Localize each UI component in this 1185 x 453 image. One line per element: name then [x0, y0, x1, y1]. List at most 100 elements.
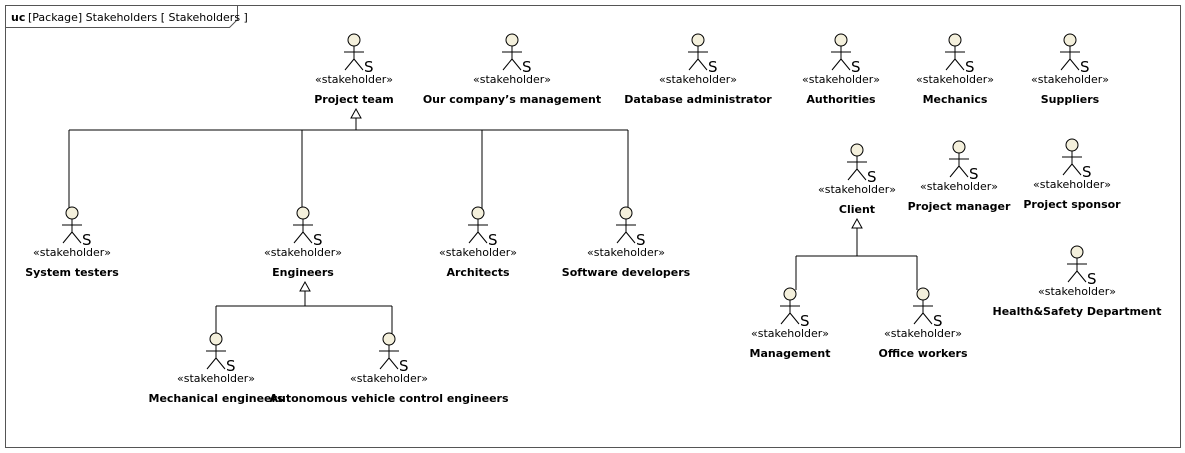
stereotype-label: «stakeholder»: [33, 246, 111, 259]
actor-name: Office workers: [878, 347, 967, 360]
stereotype-label: «stakeholder»: [802, 73, 880, 86]
actor-leg-icon: [1067, 270, 1078, 283]
stakeholder-s-icon: S: [364, 58, 374, 76]
actor-leg-icon: [1071, 163, 1082, 176]
actor-database-administrator[interactable]: S«stakeholder»Database administrator: [624, 33, 772, 106]
actor-health-safety[interactable]: S«stakeholder»Health&Safety Department: [993, 245, 1162, 318]
actor-name: Project sponsor: [1023, 198, 1121, 211]
actor-leg-icon: [945, 58, 956, 71]
stakeholder-s-icon: S: [226, 357, 236, 375]
actor-name: Autonomous vehicle control engineers: [270, 392, 509, 405]
stakeholder-s-icon: S: [969, 165, 979, 183]
actor-leg-icon: [388, 357, 399, 370]
stakeholder-s-icon: S: [867, 168, 877, 186]
frame-title: [Package] Stakeholders [ Stakeholders ]: [28, 11, 248, 24]
actor-mechanics[interactable]: S«stakeholder» Mechanics: [916, 33, 994, 106]
actor-management[interactable]: S«stakeholder»Management: [750, 287, 831, 360]
frame-title-tab: [5, 5, 238, 28]
actor-company-management[interactable]: S«stakeholder»Our company’s management: [423, 33, 601, 106]
actor-name: Engineers: [272, 266, 334, 279]
actor-name: Software developers: [562, 266, 691, 279]
stakeholder-s-icon: S: [1087, 270, 1097, 288]
actor-leg-icon: [949, 165, 960, 178]
actor-name: Authorities: [806, 93, 876, 106]
actor-leg-icon: [293, 231, 304, 244]
stereotype-label: «stakeholder»: [659, 73, 737, 86]
stereotype-label: «stakeholder»: [884, 327, 962, 340]
stereotype-label: «stakeholder»: [818, 183, 896, 196]
actor-leg-icon: [71, 231, 82, 244]
actor-leg-icon: [697, 58, 708, 71]
generalization-arrowhead: [350, 107, 362, 119]
actor-head-icon: [382, 332, 396, 346]
diagram-frame: [5, 5, 1181, 448]
actor-leg-icon: [840, 58, 851, 71]
actor-autonomous-vehicle-control-engineers[interactable]: S«stakeholder» Autonomous vehicle control…: [270, 332, 509, 405]
actor-leg-icon: [62, 231, 73, 244]
actor-leg-icon: [831, 58, 842, 71]
stakeholder-s-icon: S: [82, 231, 92, 249]
actor-leg-icon: [1069, 58, 1080, 71]
stakeholder-s-icon: S: [399, 357, 409, 375]
stereotype-label: «stakeholder»: [916, 73, 994, 86]
actor-leg-icon: [206, 357, 217, 370]
actor-head-icon: [471, 206, 485, 220]
actor-head-icon: [783, 287, 797, 301]
actor-project-manager[interactable]: S«stakeholder» Project manager: [908, 140, 1011, 213]
actor-name: Project manager: [908, 200, 1011, 213]
actor-head-icon: [952, 140, 966, 154]
actor-leg-icon: [302, 231, 313, 244]
actor-leg-icon: [353, 58, 364, 71]
actor-leg-icon: [1062, 163, 1073, 176]
actor-leg-icon: [1076, 270, 1087, 283]
actor-name: Architects: [446, 266, 510, 279]
actor-project-sponsor[interactable]: S«stakeholder»Project sponsor: [1023, 138, 1121, 211]
stereotype-label: «stakeholder»: [177, 372, 255, 385]
actor-name: Client: [839, 203, 875, 216]
actor-head-icon: [1070, 245, 1084, 259]
stakeholder-s-icon: S: [636, 231, 646, 249]
actor-leg-icon: [954, 58, 965, 71]
actor-project-team[interactable]: S«stakeholder»Project team: [314, 33, 394, 106]
stereotype-label: «stakeholder»: [1038, 285, 1116, 298]
frame-keyword: uc: [11, 11, 25, 24]
actor-head-icon: [691, 33, 705, 47]
actor-leg-icon: [847, 168, 858, 181]
actor-head-icon: [505, 33, 519, 47]
actor-leg-icon: [913, 312, 924, 325]
actor-software-developers[interactable]: S«stakeholder»Software developers: [562, 206, 691, 279]
actor-client[interactable]: S«stakeholder» Client: [818, 143, 896, 216]
actor-leg-icon: [688, 58, 699, 71]
stakeholder-s-icon: S: [522, 58, 532, 76]
stereotype-label: «stakeholder»: [439, 246, 517, 259]
generalization-project_team: [68, 107, 629, 210]
actor-head-icon: [209, 332, 223, 346]
actor-leg-icon: [856, 168, 867, 181]
actor-system-testers[interactable]: S«stakeholder»System testers: [25, 206, 119, 279]
actor-office-workers[interactable]: S«stakeholder»Office workers: [878, 287, 968, 360]
actor-leg-icon: [477, 231, 488, 244]
actor-engineers[interactable]: S«stakeholder»Engineers: [264, 206, 342, 279]
actors-layer: S«stakeholder»Project teamS«stakeholder»…: [25, 33, 1162, 405]
actor-authorities[interactable]: S«stakeholder»Authorities: [802, 33, 880, 106]
stereotype-label: «stakeholder»: [1031, 73, 1109, 86]
stakeholder-s-icon: S: [965, 58, 975, 76]
actor-name: Mechanics: [923, 93, 988, 106]
generalization-arrowhead: [299, 280, 311, 292]
stereotype-label: «stakeholder»: [350, 372, 428, 385]
actor-suppliers[interactable]: S«stakeholder»Suppliers: [1031, 33, 1109, 106]
generalization-engineers: [215, 280, 393, 336]
actor-leg-icon: [511, 58, 522, 71]
stereotype-label: «stakeholder»: [473, 73, 551, 86]
stakeholder-s-icon: S: [1080, 58, 1090, 76]
actor-leg-icon: [616, 231, 627, 244]
generalization-arrowhead: [851, 217, 863, 229]
actor-architects[interactable]: S«stakeholder»Architects: [439, 206, 517, 279]
actor-head-icon: [850, 143, 864, 157]
actor-leg-icon: [1060, 58, 1071, 71]
actor-mechanical-engineers[interactable]: S«stakeholder»Mechanical engineers: [149, 332, 284, 405]
stereotype-label: «stakeholder»: [920, 180, 998, 193]
actor-leg-icon: [468, 231, 479, 244]
